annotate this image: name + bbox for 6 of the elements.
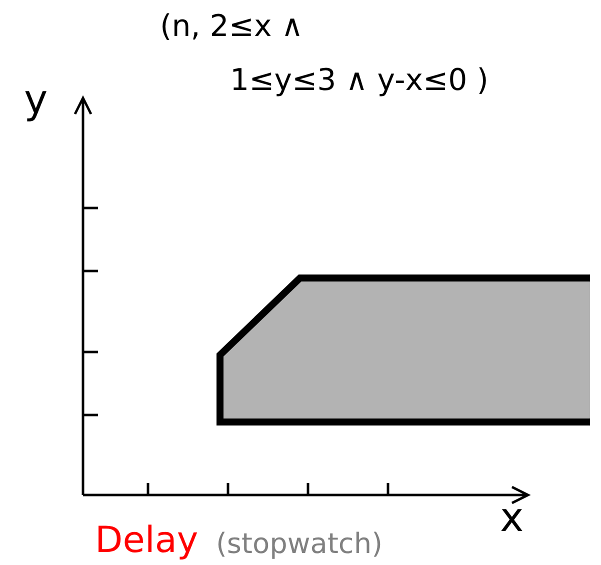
constraint-text: (n, 2≤x ∧ <box>160 12 304 42</box>
axis-label: x <box>500 498 524 538</box>
axis-label: y <box>24 80 48 120</box>
constraint-text: 1≤y≤3 ∧ y-x≤0 ) <box>230 66 489 96</box>
subtitle-text: (stopwatch) <box>216 530 382 558</box>
title-text: Delay <box>95 523 198 559</box>
